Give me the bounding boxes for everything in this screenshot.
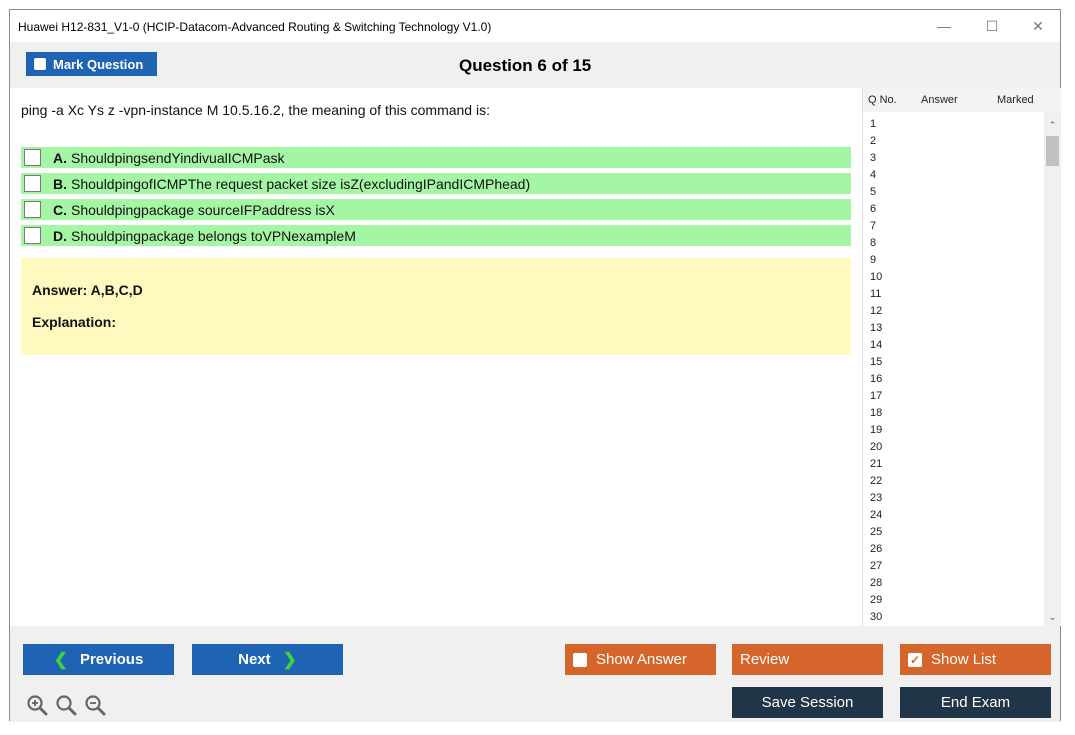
question-list-row[interactable]: 12 <box>870 305 883 317</box>
question-list-row[interactable]: 28 <box>870 577 883 589</box>
close-button[interactable]: ✕ <box>1032 17 1044 34</box>
question-list-row[interactable]: 3 <box>870 152 877 164</box>
show-answer-checkbox-icon <box>573 652 587 667</box>
question-list-header: Q No. Answer Marked <box>863 88 1061 112</box>
option-letter: D. <box>53 227 67 244</box>
zoom-out-icon[interactable] <box>84 694 106 716</box>
option-c-checkbox[interactable] <box>24 201 41 218</box>
question-list-row[interactable]: 16 <box>870 373 883 385</box>
show-list-check-icon: ✓ <box>908 652 922 667</box>
question-list-row[interactable]: 19 <box>870 424 883 436</box>
zoom-in-icon[interactable] <box>26 694 48 716</box>
option-a[interactable]: A. ShouldpingsendYindivualICMPask <box>21 147 851 168</box>
question-list-row[interactable]: 11 <box>870 288 882 300</box>
minimize-button[interactable]: — <box>937 18 951 34</box>
question-list-row[interactable]: 17 <box>870 390 883 402</box>
option-b-checkbox[interactable] <box>24 175 41 192</box>
answer-column-header: Answer <box>921 94 958 106</box>
question-list-row[interactable]: 27 <box>870 560 883 572</box>
question-list-row[interactable]: 29 <box>870 594 883 606</box>
option-text: Shouldpingpackage belongs toVPNexampleM <box>71 227 356 244</box>
mark-checkbox-icon <box>34 58 46 70</box>
maximize-button[interactable]: ☐ <box>985 17 999 34</box>
window-title: Huawei H12-831_V1-0 (HCIP-Datacom-Advanc… <box>18 20 492 34</box>
chevron-right-icon: ❯ <box>282 649 297 669</box>
option-letter: B. <box>53 175 67 192</box>
footer-toolbar: ❮ Previous Next ❯ Show Answer Review ✓ S… <box>10 626 1060 722</box>
option-b[interactable]: B. ShouldpingofICMPThe request packet si… <box>21 173 851 194</box>
option-letter: A. <box>53 149 67 166</box>
marked-column-header: Marked <box>997 94 1034 106</box>
answer-panel: Answer: A,B,C,D Explanation: <box>21 258 851 355</box>
question-list-row[interactable]: 30 <box>870 611 883 623</box>
question-list-row[interactable]: 4 <box>870 169 877 181</box>
option-c[interactable]: C. Shouldpingpackage sourceIFPaddress is… <box>21 199 851 220</box>
end-exam-button[interactable]: End Exam <box>900 687 1051 718</box>
answer-text: Answer: A,B,C,D <box>32 282 143 298</box>
question-content: ping -a Xc Ys z -vpn-instance M 10.5.16.… <box>10 88 862 628</box>
show-list-button[interactable]: ✓ Show List <box>900 644 1051 675</box>
review-dropdown[interactable]: Review <box>732 644 883 675</box>
option-text: ShouldpingsendYindivualICMPask <box>71 149 285 166</box>
zoom-reset-icon[interactable] <box>55 694 77 716</box>
scroll-down-icon[interactable]: ⌄ <box>1048 612 1057 622</box>
question-list-row[interactable]: 6 <box>870 203 877 215</box>
next-label: Next <box>238 651 271 668</box>
show-list-label: Show List <box>931 651 997 668</box>
mark-question-label: Mark Question <box>53 56 144 72</box>
review-label: Review <box>740 651 790 668</box>
previous-label: Previous <box>79 651 144 668</box>
previous-button[interactable]: ❮ Previous <box>23 644 174 675</box>
question-list-row[interactable]: 8 <box>870 237 877 249</box>
next-button[interactable]: Next ❯ <box>192 644 343 675</box>
option-d-checkbox[interactable] <box>24 227 41 244</box>
question-list-row[interactable]: 10 <box>870 271 883 283</box>
question-list-row[interactable]: 2 <box>870 135 877 147</box>
question-list-row[interactable]: 7 <box>870 220 877 232</box>
question-list-row[interactable]: 15 <box>870 356 883 368</box>
option-a-checkbox[interactable] <box>24 149 41 166</box>
title-bar: Huawei H12-831_V1-0 (HCIP-Datacom-Advanc… <box>10 10 1060 42</box>
show-answer-button[interactable]: Show Answer <box>565 644 716 675</box>
question-list-row[interactable]: 21 <box>870 458 883 470</box>
option-letter: C. <box>53 201 67 218</box>
chevron-left-icon: ❮ <box>53 649 68 669</box>
save-session-button[interactable]: Save Session <box>732 687 883 718</box>
qno-column-header: Q No. <box>868 94 897 106</box>
question-title: Question 6 of 15 <box>459 56 592 75</box>
question-list-row[interactable]: 22 <box>870 475 883 487</box>
option-text: Shouldpingpackage sourceIFPaddress isX <box>71 201 335 218</box>
question-list-scrollbar[interactable]: ⌃ ⌄ <box>1044 112 1061 626</box>
option-d[interactable]: D. Shouldpingpackage belongs toVPNexampl… <box>21 225 851 246</box>
question-list-row[interactable]: 14 <box>870 339 883 351</box>
question-list-row[interactable]: 20 <box>870 441 883 453</box>
scroll-up-icon[interactable]: ⌃ <box>1048 120 1057 130</box>
question-list-row[interactable]: 1 <box>870 118 877 130</box>
question-list-row[interactable]: 9 <box>870 254 877 266</box>
show-answer-label: Show Answer <box>596 651 687 668</box>
app-window: Huawei H12-831_V1-0 (HCIP-Datacom-Advanc… <box>9 9 1061 722</box>
question-list-row[interactable]: 13 <box>870 322 883 334</box>
question-header: Mark Question Question 6 of 15 <box>10 42 1060 88</box>
question-list-row[interactable]: 5 <box>870 186 877 198</box>
option-text: ShouldpingofICMPThe request packet size … <box>71 175 531 192</box>
question-text: ping -a Xc Ys z -vpn-instance M 10.5.16.… <box>21 102 490 118</box>
scroll-thumb[interactable] <box>1046 136 1059 166</box>
explanation-label: Explanation: <box>32 314 117 330</box>
mark-question-button[interactable]: Mark Question <box>26 52 157 76</box>
question-list-row[interactable]: 23 <box>870 492 883 504</box>
question-list-row[interactable]: 26 <box>870 543 883 555</box>
question-list-row[interactable]: 25 <box>870 526 883 538</box>
question-list-row[interactable]: 18 <box>870 407 883 419</box>
question-list-row[interactable]: 24 <box>870 509 883 521</box>
